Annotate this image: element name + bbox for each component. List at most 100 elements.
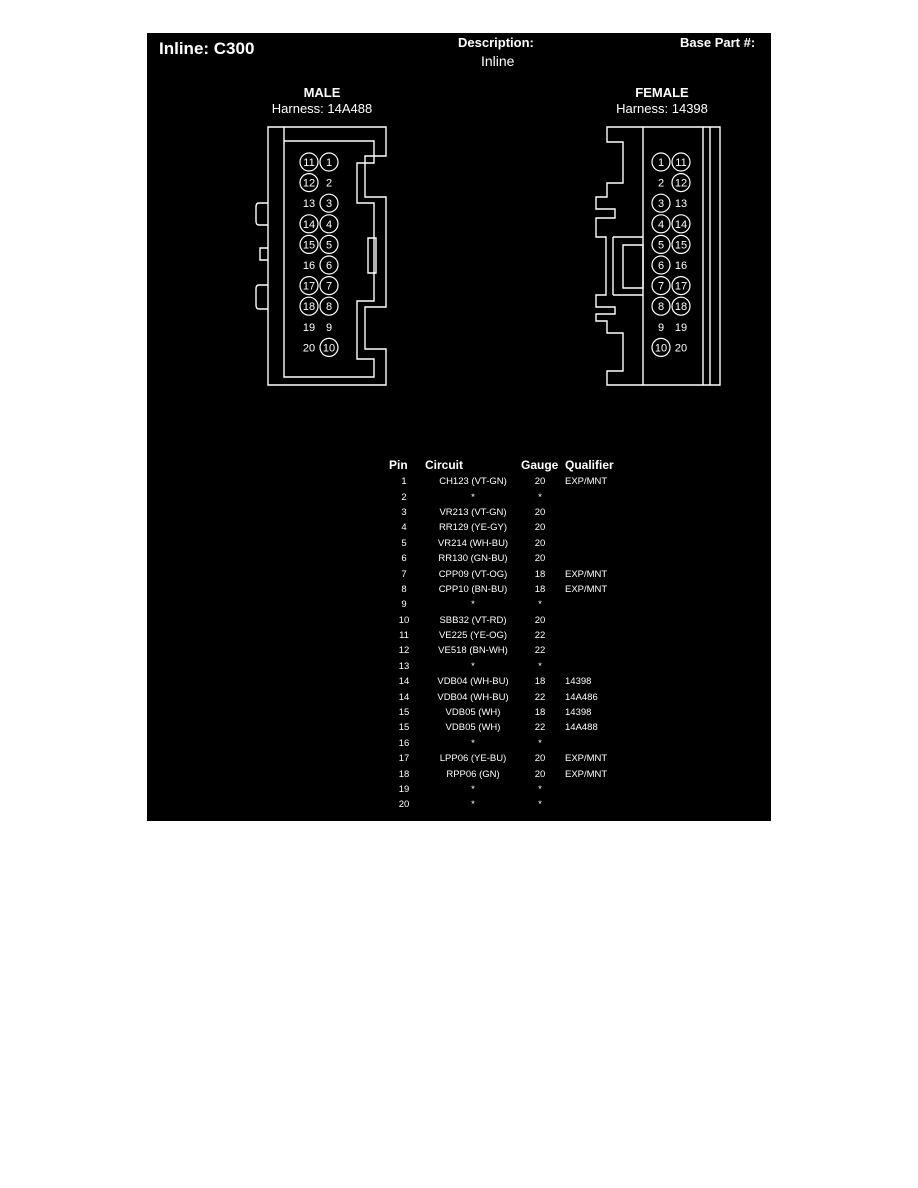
gauge-cell: 22: [534, 691, 546, 703]
pin-ring: [651, 337, 671, 357]
pin-number: 1: [658, 157, 664, 169]
qualifier-cell: [559, 736, 625, 751]
pin-number: 6: [326, 260, 332, 272]
circuit-cell: *: [471, 491, 475, 503]
qualifier-cell: [559, 797, 625, 812]
qualifier-cell: [559, 551, 625, 566]
pin-cell: 3: [401, 506, 407, 518]
qualifier-cell: [559, 520, 625, 535]
qualifier-cell: [559, 536, 625, 551]
circuit-cell: *: [471, 599, 475, 611]
pin-ring: [299, 234, 319, 254]
pin-number: 11: [675, 157, 686, 169]
pin-ring: [671, 276, 691, 296]
qualifier-cell: EXP/MNT: [565, 753, 608, 765]
pin-cell: 16: [398, 737, 410, 749]
pin-ring: [319, 214, 339, 234]
pin-number: 14: [303, 219, 315, 231]
female-connector-label: FEMALE Harness: 14398: [587, 85, 737, 117]
pin-number: 19: [675, 322, 687, 334]
pin-cell: 19: [398, 784, 410, 795]
pin-number: 16: [675, 260, 687, 272]
gauge-cell: 20: [534, 553, 546, 565]
pin-ring: [651, 214, 671, 234]
table-row: 16**: [383, 736, 625, 751]
gauge-cell: *: [538, 599, 542, 611]
pin-ring: [671, 173, 691, 193]
pin-number: 19: [303, 322, 315, 334]
pin-number: 16: [303, 260, 315, 272]
gauge-cell: 22: [534, 630, 546, 642]
qualifier-cell: 14398: [565, 707, 592, 719]
pin-ring: [651, 276, 671, 296]
description-value: Inline: [481, 53, 515, 69]
pin-cell: 10: [398, 614, 410, 626]
pin-number: 17: [675, 281, 687, 293]
gauge-cell: 18: [534, 707, 546, 719]
gauge-cell: *: [538, 737, 542, 749]
qualifier-cell: 14398: [565, 676, 592, 688]
pin-ring: [299, 276, 319, 296]
pin-number: 9: [658, 322, 664, 334]
pin-ring: [671, 234, 691, 254]
circuit-cell: CPP09 (VT-OG): [438, 568, 508, 580]
pin-ring: [299, 214, 319, 234]
table-row: 9**: [383, 597, 625, 612]
pin-cell: 13: [398, 660, 410, 672]
pin-ring: [651, 193, 671, 213]
pin-cell: 8: [401, 583, 407, 595]
pin-cell: 12: [398, 645, 410, 657]
pin-number: 2: [658, 178, 664, 190]
pin-number: 8: [658, 301, 664, 313]
circuit-cell: VR213 (VT-GN): [439, 506, 507, 518]
pin-ring: [319, 255, 339, 275]
pin-ring: [299, 296, 319, 316]
gauge-cell: 18: [534, 583, 546, 595]
pin-ring: [651, 152, 671, 172]
gauge-cell: 22: [534, 722, 546, 734]
gauge-cell: 18: [534, 676, 546, 688]
gauge-cell: *: [538, 784, 542, 795]
pin-ring: [299, 152, 319, 172]
column-header-circuit: Circuit: [425, 458, 464, 472]
qualifier-cell: 14A486: [565, 691, 598, 703]
pin-ring: [671, 296, 691, 316]
pin-number: 12: [675, 178, 687, 190]
column-header-qualifier: Qualifier: [565, 458, 614, 472]
gauge-cell: 20: [534, 753, 546, 765]
pin-number: 14: [675, 219, 687, 231]
pin-number: 10: [655, 342, 667, 354]
circuit-cell: CPP10 (BN-BU): [438, 583, 508, 595]
pin-ring: [671, 214, 691, 234]
pin-cell: 11: [399, 630, 409, 642]
qualifier-cell: [559, 782, 625, 797]
circuit-cell: SBB32 (VT-RD): [439, 614, 507, 626]
table-row: 13**: [383, 659, 625, 674]
gauge-cell: *: [538, 491, 542, 503]
pin-ring: [319, 296, 339, 316]
pin-number: 9: [326, 322, 332, 334]
pin-cell: 15: [398, 707, 410, 719]
circuit-cell: *: [471, 784, 475, 795]
pin-number: 3: [658, 198, 664, 210]
pin-ring: [651, 255, 671, 275]
pin-cell: 18: [398, 768, 410, 780]
pin-ring: [319, 152, 339, 172]
pin-number: 17: [303, 281, 315, 293]
pin-cell: 5: [401, 537, 407, 549]
gauge-cell: 20: [534, 614, 546, 626]
pin-number: 20: [675, 342, 687, 354]
gauge-cell: 20: [534, 768, 546, 780]
pin-number: 6: [658, 260, 664, 272]
